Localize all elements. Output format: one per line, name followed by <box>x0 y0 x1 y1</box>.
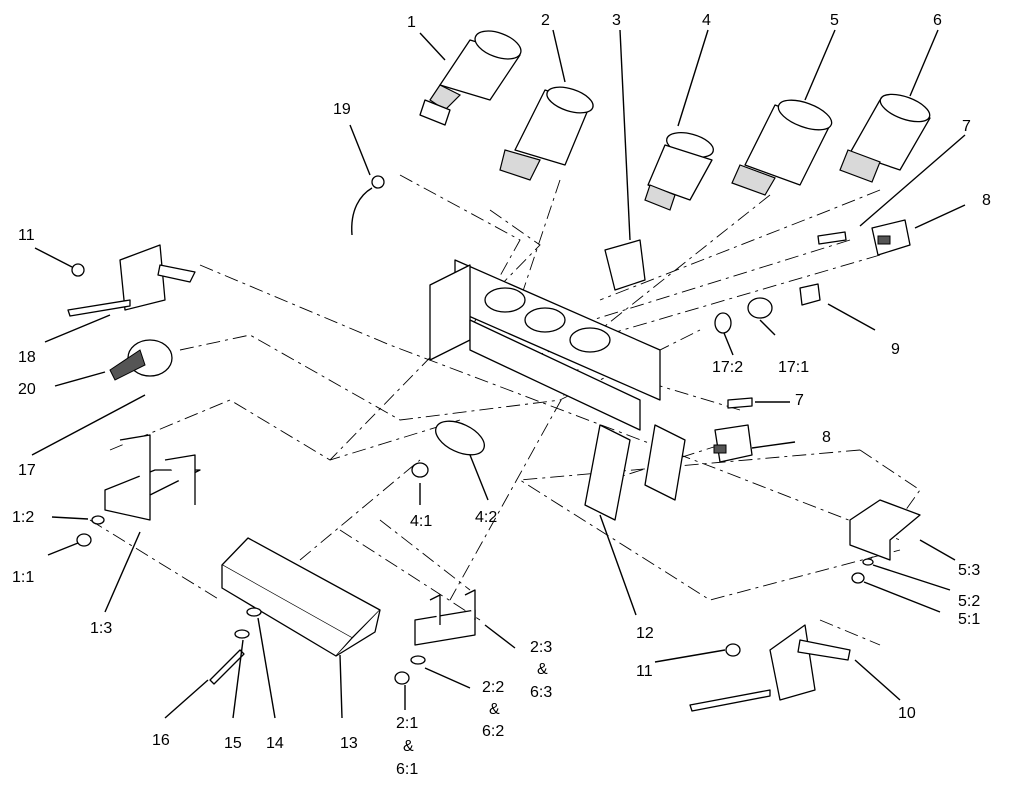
callout-4: 4 <box>702 12 711 29</box>
callout-5-2: 5:2 <box>958 593 980 610</box>
callout-17-1: 17:1 <box>778 359 809 376</box>
assembly-centerlines <box>89 174 921 646</box>
nut-17-1 <box>747 297 773 319</box>
callout-5-3: 5:3 <box>958 562 980 579</box>
callout-20: 20 <box>18 381 36 398</box>
callout-6: 6 <box>933 12 942 29</box>
callout-9: 9 <box>891 341 900 358</box>
callout-1-2: 1:2 <box>12 509 34 526</box>
callout-4-1: 4:1 <box>410 513 432 530</box>
washer-17-2 <box>714 312 732 334</box>
bracket-2-3-6-3 <box>414 589 476 646</box>
callout-3: 3 <box>612 12 621 29</box>
callout-2-2: 2:2 <box>482 679 504 696</box>
washer-2-2 <box>410 655 426 665</box>
callout-2-1-amp: & <box>403 738 414 755</box>
callout-16: 16 <box>152 732 170 749</box>
callout-11-left: 11 <box>18 227 35 244</box>
gauge-5 <box>731 99 833 196</box>
callout-8-lower: 8 <box>822 429 831 446</box>
washer-5-2 <box>862 558 874 566</box>
part-3-bracket <box>604 239 646 291</box>
nut-11-right <box>725 643 741 657</box>
callout-15: 15 <box>224 735 242 752</box>
ignition-switch-20 <box>109 339 173 381</box>
dash-panel-12 <box>429 259 686 521</box>
callout-7-upper: 7 <box>962 118 971 135</box>
callout-1-1: 1:1 <box>12 569 34 586</box>
callout-11-right: 11 <box>636 663 653 680</box>
callout-12: 12 <box>636 625 654 642</box>
callout-4-2: 4:2 <box>475 509 497 526</box>
callout-2-1: 2:1 <box>396 715 418 732</box>
callout-6-2: 6:2 <box>482 723 504 740</box>
lever-10 <box>689 624 851 712</box>
callout-2-2-amp: & <box>489 701 500 718</box>
gauge-1 <box>419 30 522 126</box>
nut-5-1 <box>851 572 865 584</box>
channel-bracket-13 <box>221 537 381 657</box>
callout-2-3: 2:3 <box>530 639 552 656</box>
callout-1: 1 <box>407 14 416 31</box>
washer-1-2 <box>91 515 105 525</box>
callout-13: 13 <box>340 735 358 752</box>
callout-10: 10 <box>898 705 916 722</box>
lever-bracket-18 <box>67 244 196 317</box>
callout-14: 14 <box>266 735 284 752</box>
knob-8-upper <box>871 219 911 256</box>
gauge-4 <box>644 132 715 211</box>
screw-7-upper <box>817 231 847 245</box>
gasket-4-2 <box>435 420 485 456</box>
callout-8-upper: 8 <box>982 192 991 209</box>
bracket-1-3 <box>104 434 201 521</box>
callout-6-1: 6:1 <box>396 761 418 778</box>
screw-7-lower <box>727 397 753 409</box>
callout-6-3: 6:3 <box>530 684 552 701</box>
callout-2-3-amp: & <box>537 661 548 678</box>
nut-11-left <box>71 263 85 277</box>
callout-1-3: 1:3 <box>90 620 112 637</box>
callout-17: 17 <box>18 462 36 479</box>
callout-5-1: 5:1 <box>958 611 980 628</box>
callout-labels: 1 2 3 4 5 6 7 8 9 10 11 11 12 13 14 15 1… <box>12 12 991 778</box>
nut-2-1 <box>394 671 410 685</box>
bolt-16 <box>209 649 245 685</box>
callout-19: 19 <box>333 101 351 118</box>
lamp-socket-19 <box>351 175 385 236</box>
gauge-2 <box>499 86 594 181</box>
toggle-9 <box>799 283 821 306</box>
knob-8-lower <box>713 424 753 463</box>
gauge-6 <box>839 93 931 183</box>
washer-14 <box>246 607 262 617</box>
callout-2: 2 <box>541 12 550 29</box>
callout-18: 18 <box>18 349 36 366</box>
callout-17-2: 17:2 <box>712 359 743 376</box>
washer-15 <box>234 629 250 639</box>
callout-5: 5 <box>830 12 839 29</box>
bracket-5-3 <box>849 499 921 561</box>
callout-7-lower: 7 <box>795 392 804 409</box>
leader-lines <box>31 29 966 719</box>
nut-1-1 <box>76 533 92 547</box>
nut-4-1 <box>411 462 429 478</box>
